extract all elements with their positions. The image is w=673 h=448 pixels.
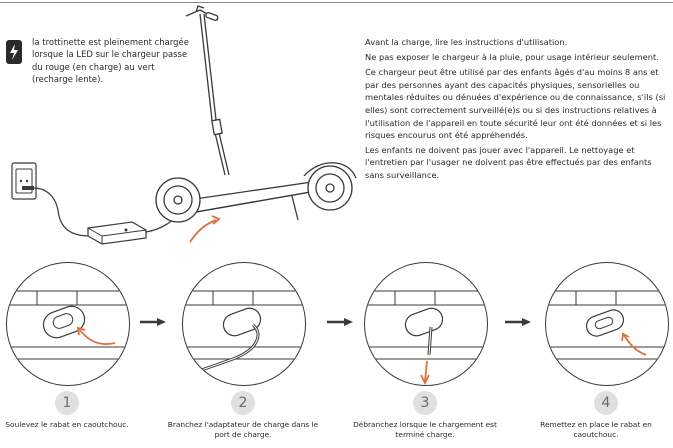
- safety-para-1: Avant la charge, lire les instructions d…: [365, 36, 670, 49]
- right-arrow-icon: [327, 318, 353, 326]
- step-3-number: 3: [413, 391, 437, 415]
- step-2-caption: Branchez l'adaptateur de charge dans le …: [163, 420, 323, 440]
- step-2-number: 2: [231, 391, 255, 415]
- scooter-drawing: [156, 6, 356, 222]
- step-4-illustration: [545, 262, 669, 386]
- charge-port-arrow: [190, 220, 216, 242]
- safety-instructions: Avant la charge, lire les instructions d…: [365, 36, 670, 184]
- step-1-illustration: [6, 262, 130, 386]
- step-4-number: 4: [594, 391, 618, 415]
- right-arrow-icon: [505, 318, 531, 326]
- step-2-illustration: [182, 262, 306, 386]
- safety-para-2: Ne pas exposer le chargeur à la pluie, p…: [365, 51, 670, 64]
- step-1-number: 1: [55, 391, 79, 415]
- step-1-caption: Soulevez le rabat en caoutchouc.: [0, 420, 147, 430]
- safety-para-3: Ce chargeur peut être utilisé par des en…: [365, 66, 670, 142]
- step-3-caption: Débranchez lorsque le chargement est ter…: [345, 420, 505, 440]
- step-4-caption: Remettez en place le rabat en caoutchouc…: [526, 420, 666, 440]
- step-3-illustration: [364, 262, 488, 386]
- charger-brick: [88, 222, 146, 244]
- wall-socket-icon: [12, 163, 36, 199]
- power-cable: [34, 188, 90, 236]
- safety-para-4: Les enfants ne doivent pas jouer avec l'…: [365, 144, 670, 182]
- right-arrow-icon: [140, 318, 166, 326]
